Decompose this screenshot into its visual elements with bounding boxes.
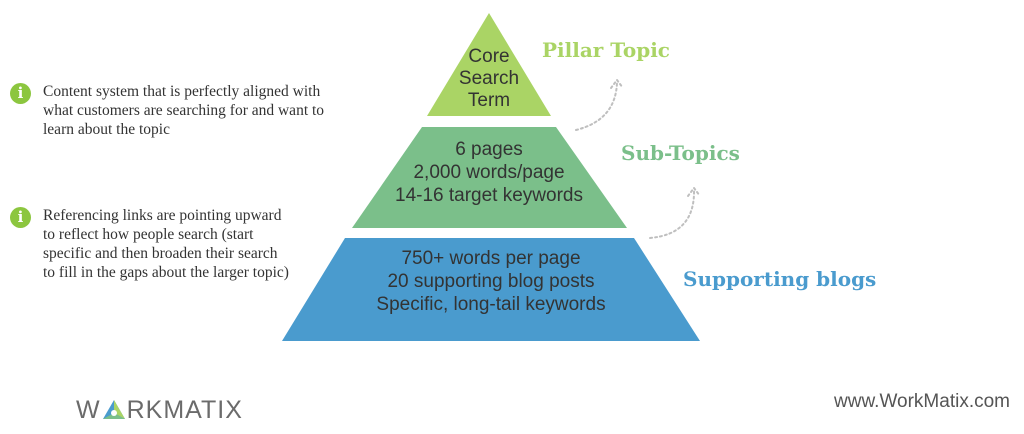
pyramid-top-line-1: Core <box>468 46 509 67</box>
logo-text-end: RKMATIX <box>126 396 243 424</box>
arrow-head-middle <box>687 186 701 197</box>
pyramid-middle-line-2: 2,000 words/page <box>413 162 564 183</box>
info-note-1: i Content system that is perfectly align… <box>10 82 348 139</box>
pyramid-bottom-line-2: 20 supporting blog posts <box>387 271 594 292</box>
logo-mark-icon <box>102 399 125 419</box>
upward-link-arrow-middle <box>649 189 696 239</box>
info-icon: i <box>10 83 31 104</box>
pyramid-tier-subtopics <box>352 127 627 228</box>
pyramid-bottom-line-3: Specific, long-tail keywords <box>376 294 605 315</box>
info-icon-glyph: i <box>17 208 24 226</box>
logo-text-start: W <box>76 396 101 424</box>
website-url[interactable]: www.WorkMatix.com <box>834 391 1010 412</box>
pyramid-middle-line-3: 14-16 target keywords <box>395 185 583 206</box>
info-note-text: Content system that is perfectly aligned… <box>43 83 325 138</box>
pyramid-middle-line-1: 6 pages <box>455 139 523 160</box>
info-note-text: Referencing links are pointing upward to… <box>43 207 289 281</box>
pillar-topic-label: Pillar Topic <box>542 38 670 62</box>
upward-link-arrow-top <box>575 81 618 131</box>
info-icon-glyph: i <box>17 84 24 102</box>
pyramid-tier-supporting <box>282 238 700 341</box>
pyramid-bottom-line-1: 750+ words per page <box>401 248 580 269</box>
pyramid-top-line-3: Term <box>468 90 510 111</box>
pyramid-tier-pillar <box>427 13 551 116</box>
info-icon: i <box>10 207 31 228</box>
arrow-head-top <box>610 78 624 89</box>
info-note-2: i Referencing links are pointing upward … <box>10 206 293 282</box>
sub-topics-label: Sub-Topics <box>621 141 740 165</box>
workmatix-logo: W RKMATIX <box>76 396 243 425</box>
supporting-blogs-label: Supporting blogs <box>683 267 877 291</box>
pyramid-top-line-2: Search <box>459 68 519 89</box>
